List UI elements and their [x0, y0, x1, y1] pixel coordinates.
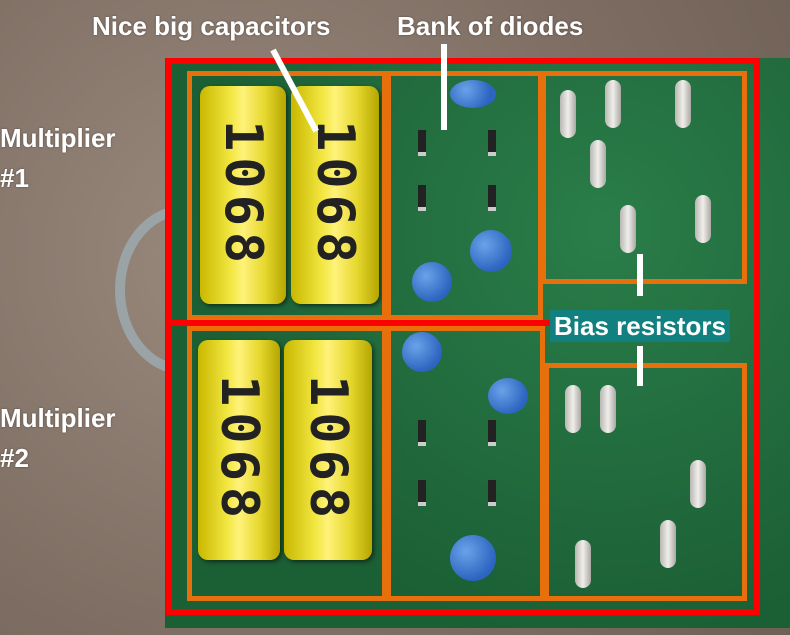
resistor [565, 385, 581, 433]
capacitor-marking: 1068 [213, 120, 273, 270]
capacitor-marking: 1068 [298, 375, 358, 525]
capacitor: 1068 [291, 86, 379, 304]
resistor [575, 540, 591, 588]
section-box-capacitors-1 [187, 71, 387, 320]
resistor [600, 385, 616, 433]
resistor [660, 520, 676, 568]
disc-capacitor [412, 262, 452, 302]
multiplier-2-label: Multiplier #2 [0, 403, 116, 473]
section-box-diodes-2 [386, 326, 545, 601]
capacitor: 1068 [198, 340, 280, 560]
bias-resistors-label: Bias resistors [550, 310, 730, 342]
disc-capacitor [470, 230, 512, 272]
capacitor: 1068 [284, 340, 372, 560]
resistor [690, 460, 706, 508]
diodes-label: Bank of diodes [397, 11, 584, 41]
bias-pointer-line-bottom [637, 346, 643, 386]
outer-red-box [166, 58, 760, 615]
disc-capacitor [450, 535, 496, 581]
capacitor-marking: 1068 [305, 120, 365, 270]
bias-pointer-line-top [637, 254, 643, 296]
resistor [675, 80, 691, 128]
section-box-diodes-1 [386, 71, 543, 320]
diode [418, 185, 426, 211]
diode [488, 480, 496, 506]
resistor [695, 195, 711, 243]
diode [418, 480, 426, 506]
capacitors-label: Nice big capacitors [92, 11, 331, 41]
capacitor-marking: 1068 [209, 375, 269, 525]
diode [488, 420, 496, 446]
resistor [560, 90, 576, 138]
disc-capacitor [488, 378, 528, 414]
resistor [620, 205, 636, 253]
resistor [605, 80, 621, 128]
disc-capacitor [450, 80, 496, 108]
capacitor: 1068 [200, 86, 286, 304]
diodes-pointer-line [441, 44, 447, 130]
diode [488, 130, 496, 156]
multiplier-1-label: Multiplier #1 [0, 123, 116, 193]
diode [488, 185, 496, 211]
resistor [590, 140, 606, 188]
section-box-resistors-1 [541, 71, 747, 284]
diode [418, 130, 426, 156]
diode [418, 420, 426, 446]
section-box-capacitors-2 [187, 326, 387, 601]
section-box-resistors-2 [544, 363, 747, 601]
disc-capacitor [402, 332, 442, 372]
multiplier-divider-line [166, 320, 550, 326]
